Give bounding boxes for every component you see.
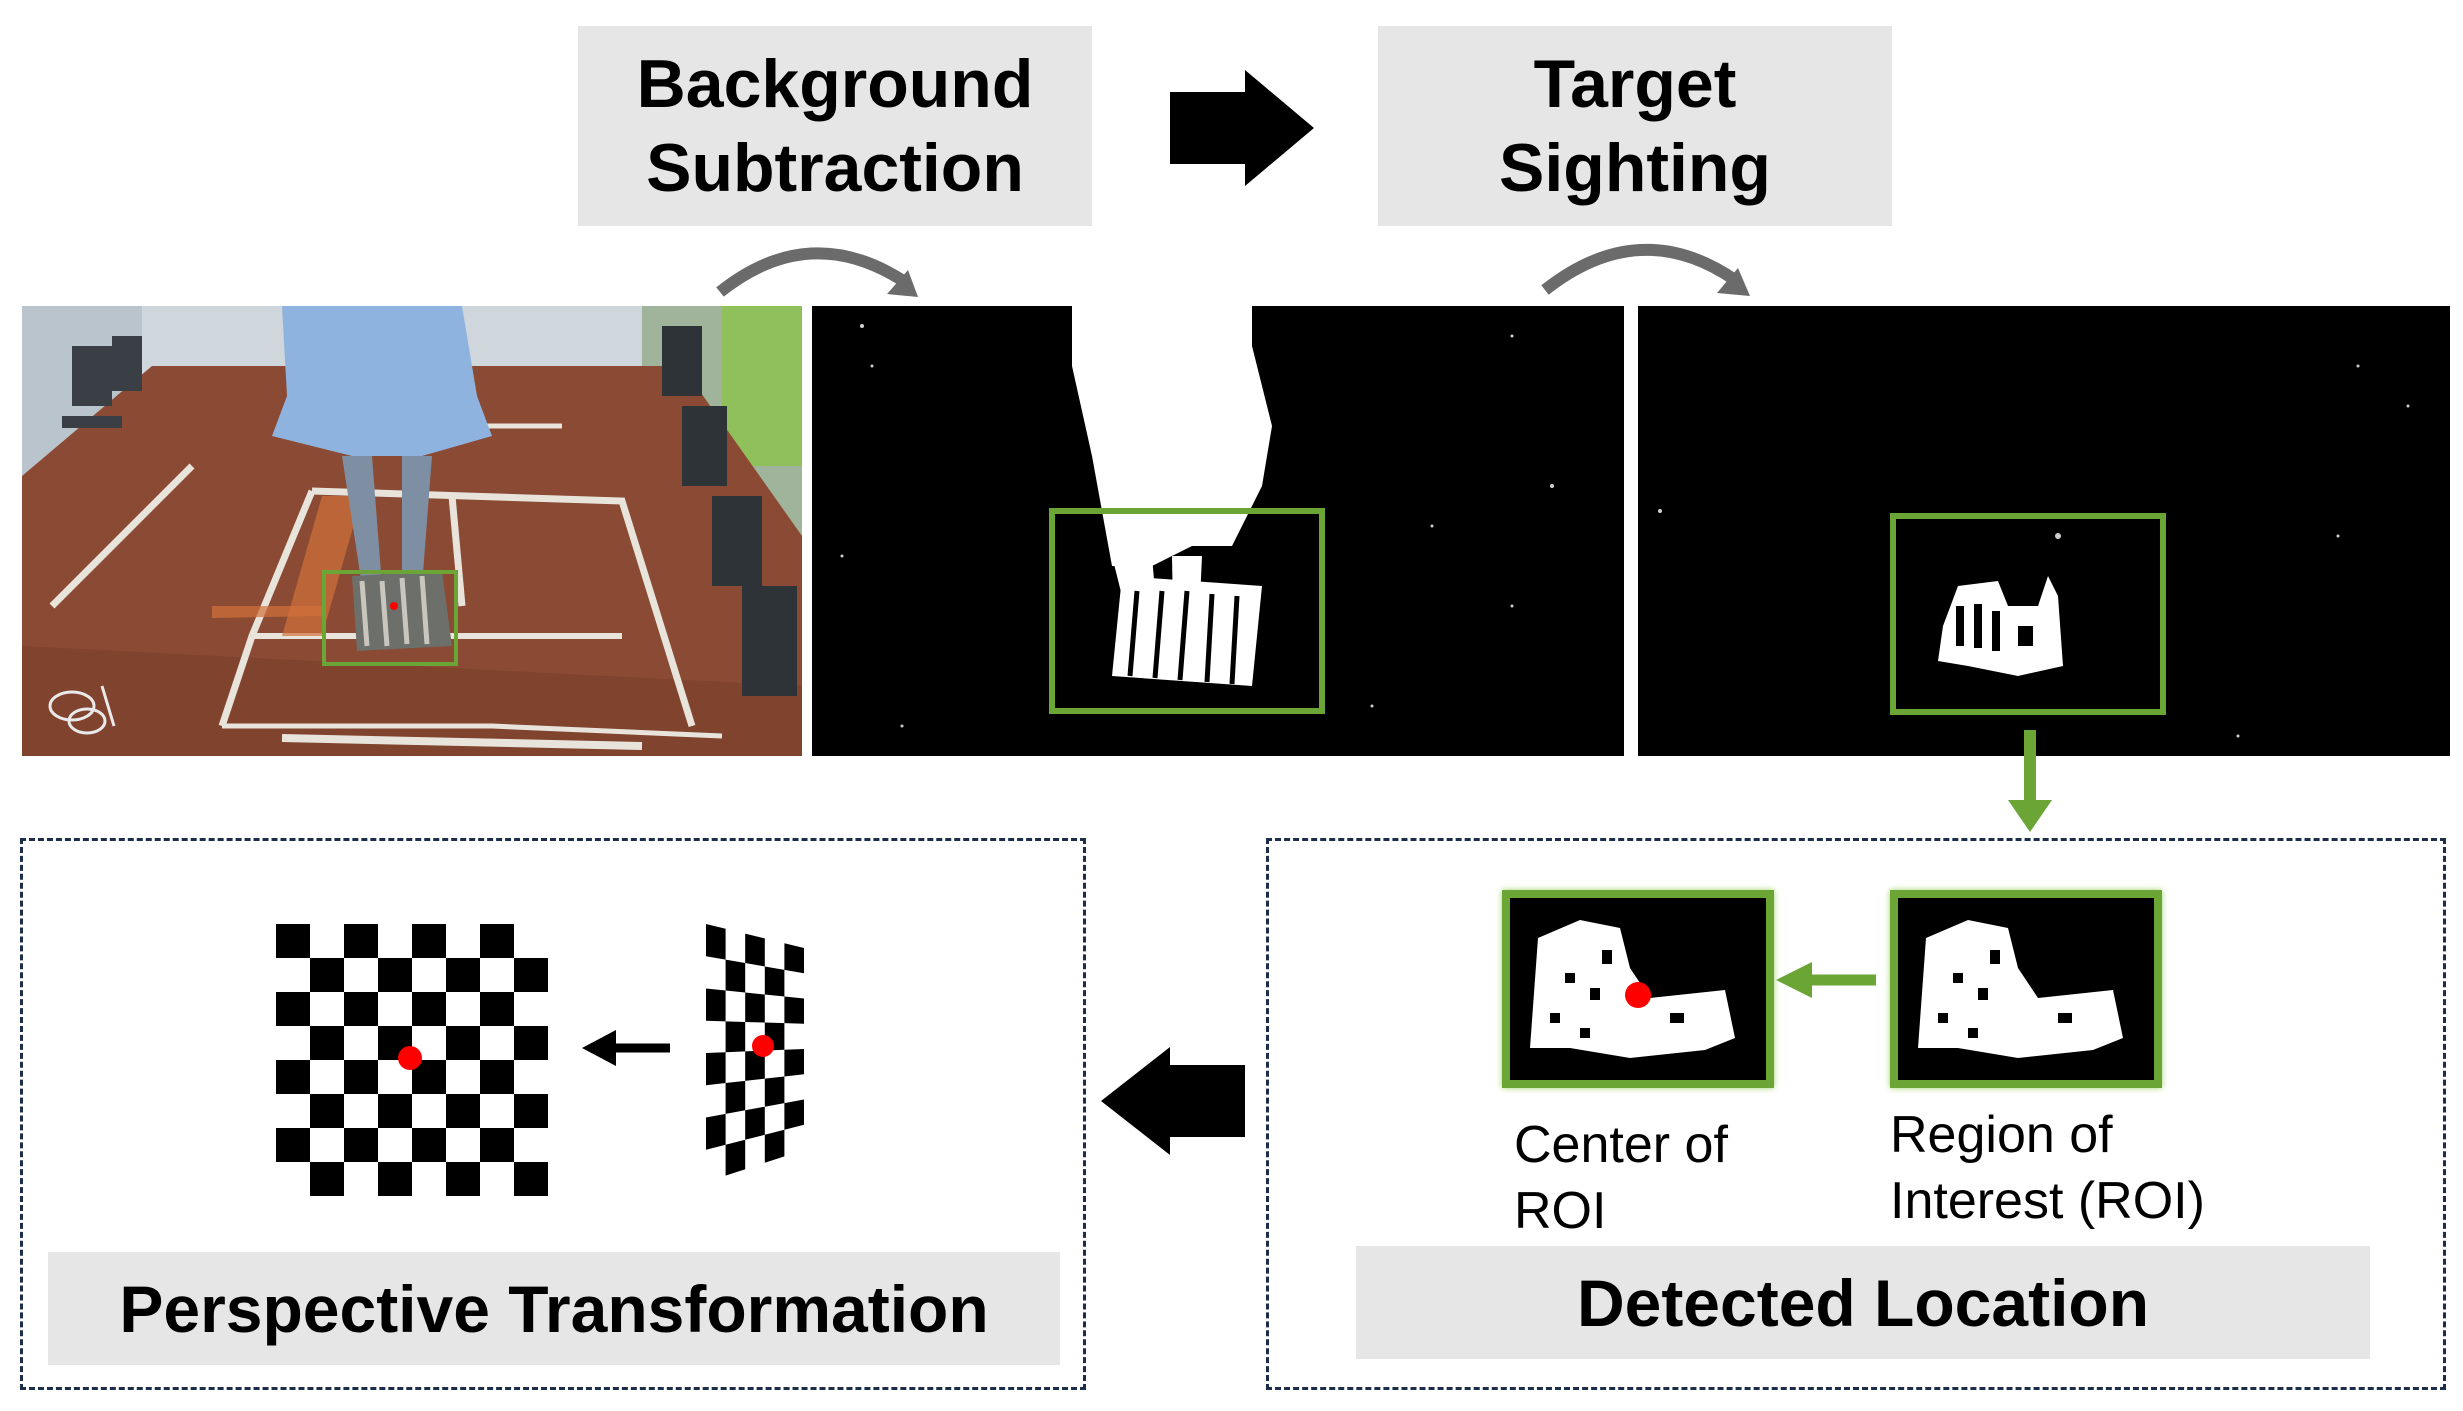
checker-square <box>446 958 480 992</box>
flat-checkerboard <box>276 924 548 1196</box>
curved-arrow-icon-2 <box>1541 243 1739 295</box>
checker-square <box>378 1094 412 1128</box>
camera-view-image <box>22 306 802 756</box>
checker-square <box>310 1162 344 1196</box>
right-arrow-icon <box>1170 70 1314 186</box>
skewed-checker-square <box>784 1049 804 1077</box>
region-of-interest-line2: Interest (ROI) <box>1890 1172 2205 1230</box>
checker-square <box>344 1060 378 1094</box>
checker-square <box>344 924 378 958</box>
detected-location-text: Detected Location <box>1576 1265 2150 1340</box>
region-of-interest-caption: Region of Interest (ROI) <box>1890 1102 2205 1234</box>
flat-checkerboard-center-dot <box>398 1046 422 1070</box>
checker-square <box>378 1162 412 1196</box>
small-left-arrow-icon <box>582 1030 616 1066</box>
checker-square <box>310 1026 344 1060</box>
skewed-checker-square <box>725 1021 746 1053</box>
checker-square <box>412 924 446 958</box>
skewed-checker-square <box>706 1113 726 1150</box>
skewed-checker-square <box>725 959 746 993</box>
checker-square <box>446 1026 480 1060</box>
center-of-roi-thumbnail <box>1502 890 1774 1088</box>
checker-square <box>310 1094 344 1128</box>
checker-square <box>446 1162 480 1196</box>
curved-arrow-icon-1 <box>716 247 909 297</box>
checker-square <box>378 958 412 992</box>
skewed-checker-square <box>764 1076 785 1107</box>
checker-square <box>412 1128 446 1162</box>
checker-square <box>514 958 548 992</box>
perspective-transformation-panel <box>20 838 1086 1390</box>
skewed-checker-square <box>764 966 785 997</box>
target-sighting-line1: Target <box>1533 46 1737 122</box>
background-subtraction-line1: Background <box>636 46 1034 122</box>
skewed-checker-square <box>764 1129 785 1163</box>
skewed-checkerboard-center-dot <box>752 1035 774 1057</box>
skewed-checker-square <box>725 1139 746 1176</box>
checker-square <box>276 924 310 958</box>
left-arrow-icon <box>1101 1047 1245 1155</box>
checker-square <box>412 992 446 1026</box>
skewed-checker-square <box>706 988 726 1022</box>
detected-location-label: Detected Location <box>1356 1246 2370 1359</box>
perspective-transformation-label: Perspective Transformation <box>48 1252 1060 1365</box>
checker-square <box>480 1128 514 1162</box>
target-sighting-label: Target Sighting <box>1378 26 1892 226</box>
checker-square <box>344 1128 378 1162</box>
checker-square <box>514 1094 548 1128</box>
skewed-checker-square <box>784 943 804 974</box>
checker-square <box>276 992 310 1026</box>
skewed-checker-square <box>745 992 765 1023</box>
center-of-roi-line2: ROI <box>1514 1182 1607 1240</box>
background-subtraction-label: Background Subtraction <box>578 26 1092 226</box>
checker-square <box>446 1094 480 1128</box>
green-left-arrow-icon <box>1776 962 1812 998</box>
skewed-checker-square <box>706 1052 726 1086</box>
skewed-checker-square <box>745 933 765 967</box>
checker-square <box>480 1060 514 1094</box>
green-down-arrow-icon <box>2008 800 2052 832</box>
skewed-checkerboard <box>706 924 804 1176</box>
background-subtraction-image <box>812 306 1624 756</box>
region-of-interest-line1: Region of <box>1890 1106 2113 1164</box>
roi-center-dot <box>1625 982 1651 1008</box>
checker-square <box>480 992 514 1026</box>
skewed-checker-square <box>725 1080 746 1114</box>
center-of-roi-line1: Center of <box>1514 1116 1728 1174</box>
checker-square <box>514 1162 548 1196</box>
checker-square <box>276 1060 310 1094</box>
target-sighting-image <box>1638 306 2450 756</box>
detected-location-panel <box>1266 838 2446 1390</box>
target-sighting-line2: Sighting <box>1499 130 1771 206</box>
skewed-checker-square <box>706 924 726 960</box>
background-subtraction-line2: Subtraction <box>646 130 1024 206</box>
skewed-checker-square <box>745 1050 765 1081</box>
center-of-roi-caption: Center of ROI <box>1514 1112 1728 1244</box>
checker-square <box>514 1026 548 1060</box>
skewed-checker-square <box>784 1099 804 1130</box>
skewed-checker-square <box>745 1106 765 1140</box>
checker-square <box>310 958 344 992</box>
region-of-interest-thumbnail <box>1890 890 2162 1088</box>
skewed-checker-square <box>784 996 804 1024</box>
checker-square <box>344 992 378 1026</box>
perspective-transformation-text: Perspective Transformation <box>119 1271 989 1346</box>
checker-square <box>480 924 514 958</box>
checker-square <box>276 1128 310 1162</box>
